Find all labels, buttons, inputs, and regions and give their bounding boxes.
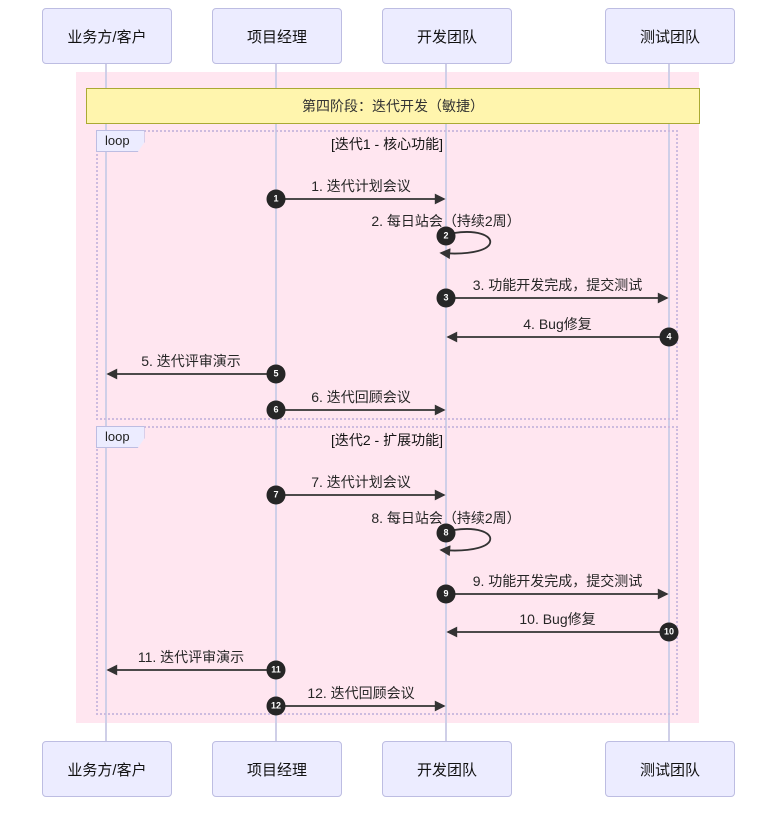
actor-label: 开发团队 bbox=[416, 28, 477, 46]
message-number-12: 12 bbox=[266, 696, 286, 716]
message-number-7: 7 bbox=[266, 485, 286, 505]
actor-bottom-2: 开发团队 bbox=[382, 741, 512, 797]
message-label-3: 3. 功能开发完成，提交测试 bbox=[472, 277, 643, 293]
message-number-3: 3 bbox=[436, 288, 456, 308]
message-number-10: 10 bbox=[659, 622, 679, 642]
actor-label: 业务方/客户 bbox=[67, 761, 147, 779]
message-label-5: 5. 迭代评审演示 bbox=[141, 353, 241, 369]
message-label-11: 11. 迭代评审演示 bbox=[137, 649, 245, 665]
message-label-8: 8. 每日站会（持续2周） bbox=[371, 510, 521, 526]
actor-bottom-1: 项目经理 bbox=[212, 741, 342, 797]
loop-title-2: [迭代2 - 扩展功能] bbox=[330, 432, 444, 448]
loop-box-2 bbox=[96, 426, 678, 715]
message-label-4: 4. Bug修复 bbox=[523, 316, 592, 332]
message-label-2: 2. 每日站会（持续2周） bbox=[371, 213, 521, 229]
actor-label: 项目经理 bbox=[246, 761, 307, 779]
actor-label: 业务方/客户 bbox=[67, 28, 147, 46]
message-number-6: 6 bbox=[266, 400, 286, 420]
loop-box-1 bbox=[96, 130, 678, 420]
lifeline-actor-3 bbox=[668, 62, 670, 741]
actor-top-0: 业务方/客户 bbox=[42, 8, 172, 64]
message-label-9: 9. 功能开发完成，提交测试 bbox=[472, 573, 643, 589]
actor-label: 开发团队 bbox=[416, 761, 477, 779]
loop-keyword-tag-2: loop bbox=[96, 426, 145, 448]
message-label-10: 10. Bug修复 bbox=[519, 611, 596, 627]
message-number-11: 11 bbox=[266, 660, 286, 680]
actor-top-1: 项目经理 bbox=[212, 8, 342, 64]
actor-label: 测试团队 bbox=[639, 28, 700, 46]
message-label-1: 1. 迭代计划会议 bbox=[311, 178, 411, 194]
message-number-1: 1 bbox=[266, 189, 286, 209]
message-label-6: 6. 迭代回顾会议 bbox=[311, 389, 411, 405]
actor-label: 测试团队 bbox=[639, 761, 700, 779]
message-label-7: 7. 迭代计划会议 bbox=[311, 474, 411, 490]
loop-keyword-tag-1: loop bbox=[96, 130, 145, 152]
phase-background-band bbox=[76, 72, 699, 723]
message-number-4: 4 bbox=[659, 327, 679, 347]
actor-top-3: 测试团队 bbox=[605, 8, 735, 64]
lifeline-actor-2 bbox=[445, 62, 447, 741]
message-number-8: 8 bbox=[436, 523, 456, 543]
phase-note: 第四阶段：迭代开发（敏捷） bbox=[86, 88, 700, 124]
lifeline-actor-0 bbox=[105, 62, 107, 741]
actor-label: 项目经理 bbox=[246, 28, 307, 46]
actor-bottom-0: 业务方/客户 bbox=[42, 741, 172, 797]
actor-top-2: 开发团队 bbox=[382, 8, 512, 64]
actor-bottom-3: 测试团队 bbox=[605, 741, 735, 797]
phase-note-label: 第四阶段：迭代开发（敏捷） bbox=[302, 98, 484, 114]
message-number-2: 2 bbox=[436, 226, 456, 246]
message-label-12: 12. 迭代回顾会议 bbox=[307, 685, 415, 701]
message-number-5: 5 bbox=[266, 364, 286, 384]
message-number-9: 9 bbox=[436, 584, 456, 604]
loop-title-1: [迭代1 - 核心功能] bbox=[330, 136, 444, 152]
